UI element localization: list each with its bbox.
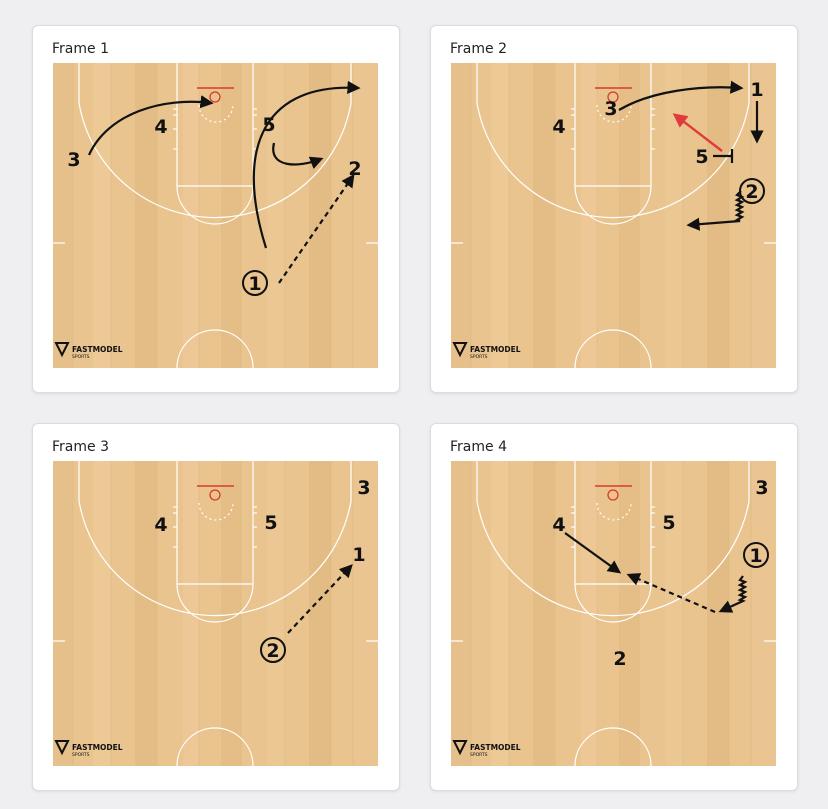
player-5: 5 bbox=[262, 114, 275, 136]
player-3: 3 bbox=[67, 149, 80, 171]
court-floor bbox=[53, 461, 378, 766]
screen-arrow bbox=[672, 113, 723, 152]
cut-arrow bbox=[252, 80, 361, 249]
pass-arrow bbox=[626, 573, 716, 614]
dribble-arrow bbox=[718, 575, 748, 613]
frame-card-4: Frame 4 1 2 3 4 5 FASTMODEL SPORTS bbox=[430, 423, 798, 791]
fastmodel-logo: FASTMODEL SPORTS bbox=[54, 342, 123, 360]
pass-arrow bbox=[278, 173, 355, 284]
cut-arrow bbox=[272, 142, 324, 169]
fastmodel-logo: FASTMODEL SPORTS bbox=[54, 740, 123, 758]
svg-text:SPORTS: SPORTS bbox=[72, 354, 90, 360]
player-circle bbox=[260, 637, 286, 663]
player-1: 1 bbox=[749, 545, 762, 567]
player-circle bbox=[242, 270, 268, 296]
player-circle bbox=[739, 178, 765, 204]
svg-text:FASTMODEL: FASTMODEL bbox=[72, 345, 123, 354]
player-3: 3 bbox=[755, 477, 768, 499]
frame-title: Frame 2 bbox=[450, 41, 507, 57]
fastmodel-logo: FASTMODEL SPORTS bbox=[452, 740, 521, 758]
svg-text:SPORTS: SPORTS bbox=[72, 752, 90, 758]
player-1: 1 bbox=[750, 79, 763, 101]
player-1: 1 bbox=[248, 273, 261, 295]
player-2: 2 bbox=[613, 648, 626, 670]
court-diagram: 1 2 3 4 5 FASTMODEL SPORTS bbox=[451, 461, 776, 766]
cut-arrow bbox=[618, 80, 744, 111]
fastmodel-logo: FASTMODEL SPORTS bbox=[452, 342, 521, 360]
cut-arrow bbox=[87, 95, 214, 156]
court-diagram: 1 2 3 4 5 FASTMODEL SPORTS bbox=[53, 63, 378, 368]
pass-arrow bbox=[287, 564, 353, 634]
court-floor bbox=[53, 63, 378, 368]
cut-arrow bbox=[564, 532, 622, 574]
court-floor bbox=[451, 461, 776, 766]
player-4: 4 bbox=[154, 116, 167, 138]
court-diagram: 1 2 3 4 5 FASTMODEL SPORTS bbox=[53, 461, 378, 766]
svg-text:SPORTS: SPORTS bbox=[470, 354, 488, 360]
frame-card-1: Frame 1 1 2 3 4 5 FASTMODEL SPORTS bbox=[32, 25, 400, 393]
svg-text:FASTMODEL: FASTMODEL bbox=[470, 743, 521, 752]
player-5: 5 bbox=[695, 146, 708, 168]
svg-text:FASTMODEL: FASTMODEL bbox=[470, 345, 521, 354]
frame-card-3: Frame 3 1 2 3 4 5 FASTMODEL SPORTS bbox=[32, 423, 400, 791]
player-3: 3 bbox=[357, 477, 370, 499]
player-3: 3 bbox=[604, 98, 617, 120]
frame-card-2: Frame 2 1 2 3 4 5 FASTMODEL SPORT bbox=[430, 25, 798, 393]
player-4: 4 bbox=[154, 514, 167, 536]
player-5: 5 bbox=[264, 512, 277, 534]
frame-title: Frame 1 bbox=[52, 41, 109, 57]
player-circle bbox=[743, 542, 769, 568]
screen-marker bbox=[713, 149, 734, 163]
svg-text:FASTMODEL: FASTMODEL bbox=[72, 743, 123, 752]
player-2: 2 bbox=[266, 640, 279, 662]
player-2: 2 bbox=[745, 181, 758, 203]
frame-title: Frame 3 bbox=[52, 439, 109, 455]
player-4: 4 bbox=[552, 514, 565, 536]
player-2: 2 bbox=[348, 158, 361, 180]
court-diagram: 1 2 3 4 5 FASTMODEL SPORTS bbox=[451, 63, 776, 368]
player-5: 5 bbox=[662, 512, 675, 534]
player-4: 4 bbox=[552, 116, 565, 138]
svg-text:SPORTS: SPORTS bbox=[470, 752, 488, 758]
frame-title: Frame 4 bbox=[450, 439, 507, 455]
player-1: 1 bbox=[352, 544, 365, 566]
